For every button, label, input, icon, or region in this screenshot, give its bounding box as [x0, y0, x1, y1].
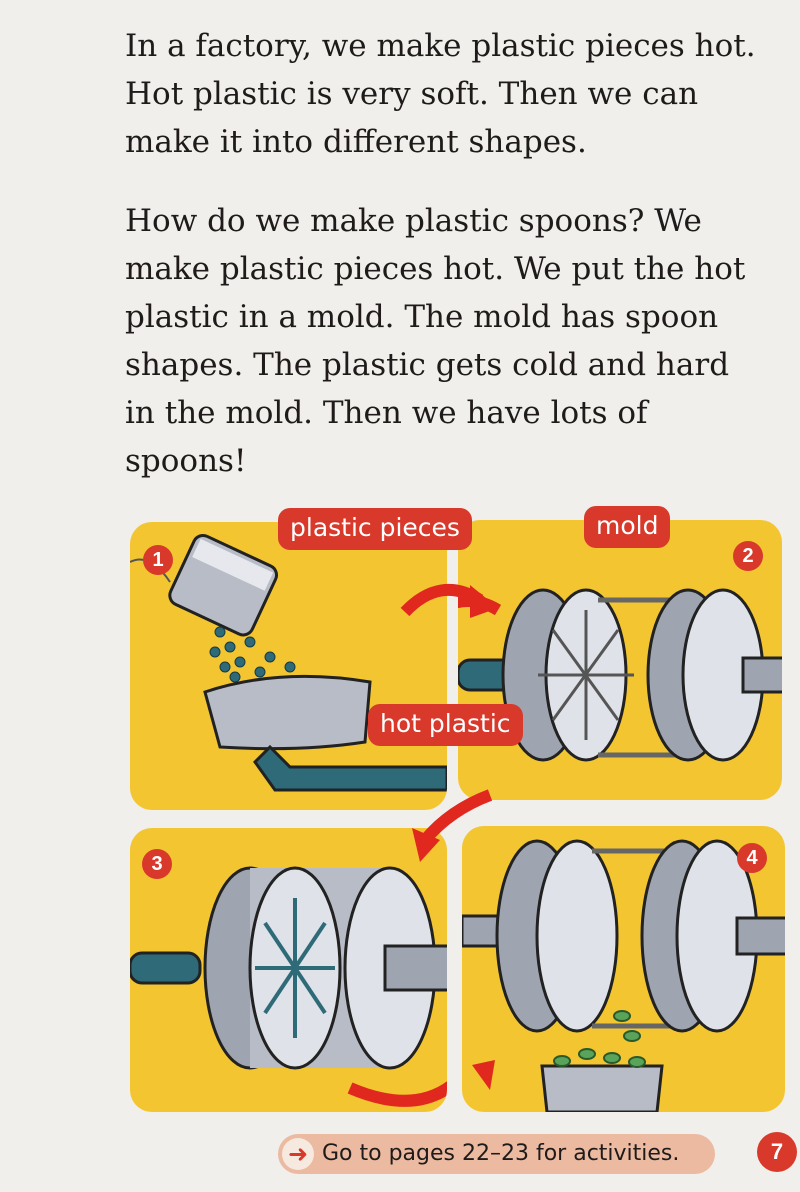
activities-link-text: Go to pages 22–23 for activities. — [322, 1141, 680, 1166]
paragraph-intro: In a factory, we make plastic pieces hot… — [125, 28, 756, 160]
label-hot-plastic: hot plastic — [368, 704, 523, 746]
hopper-illustration — [130, 533, 447, 792]
step-number-2: 2 — [733, 541, 763, 571]
mold-open-illustration — [458, 588, 782, 762]
step-number-4: 4 — [737, 843, 767, 873]
step-3-panel: 3 — [130, 828, 447, 1112]
paragraph-spoons: How do we make plastic spoons? We make p… — [125, 203, 746, 479]
step-1-panel: 1 — [130, 522, 447, 810]
label-mold: mold — [584, 506, 671, 548]
step-number-3: 3 — [142, 849, 172, 879]
spoons-out-illustration — [462, 839, 785, 1112]
activities-link[interactable]: ➜ Go to pages 22–23 for activities. — [278, 1134, 715, 1174]
step-2-panel: 2 — [458, 520, 782, 800]
mold-closed-illustration — [130, 866, 447, 1107]
arrow-right-icon: ➜ — [282, 1138, 314, 1170]
step-number-1: 1 — [143, 545, 173, 575]
label-plastic-pieces: plastic pieces — [278, 508, 472, 550]
page-number: 7 — [757, 1132, 797, 1172]
step-4-panel: 4 — [462, 826, 785, 1112]
